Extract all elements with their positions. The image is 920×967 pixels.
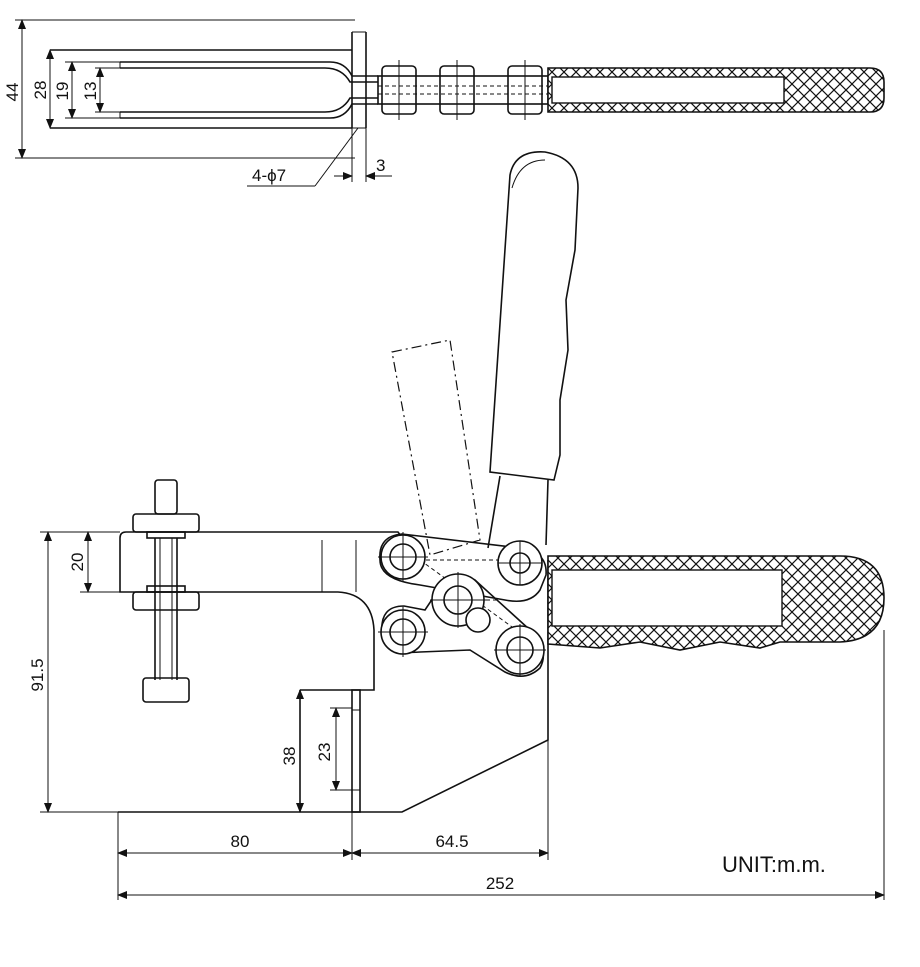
hole-spec-label: 4-ϕ7 <box>252 166 286 185</box>
dim-19-label: 19 <box>53 82 72 101</box>
dim-44-label: 44 <box>3 83 22 102</box>
dim-20-label: 20 <box>68 553 87 572</box>
dim-252-label: 252 <box>486 874 514 893</box>
dim-13-label: 13 <box>81 82 100 101</box>
side-view <box>40 151 885 900</box>
dim-23-label: 23 <box>315 743 334 762</box>
dim-28-label: 28 <box>31 81 50 100</box>
dim-3-label: 3 <box>376 156 385 175</box>
dim-80-label: 80 <box>231 832 250 851</box>
top-view <box>15 19 885 187</box>
dim-91-5-label: 91.5 <box>28 658 47 691</box>
unit-label: UNIT:m.m. <box>722 852 826 877</box>
dim-38-label: 38 <box>280 747 299 766</box>
dim-64-5-label: 64.5 <box>435 832 468 851</box>
